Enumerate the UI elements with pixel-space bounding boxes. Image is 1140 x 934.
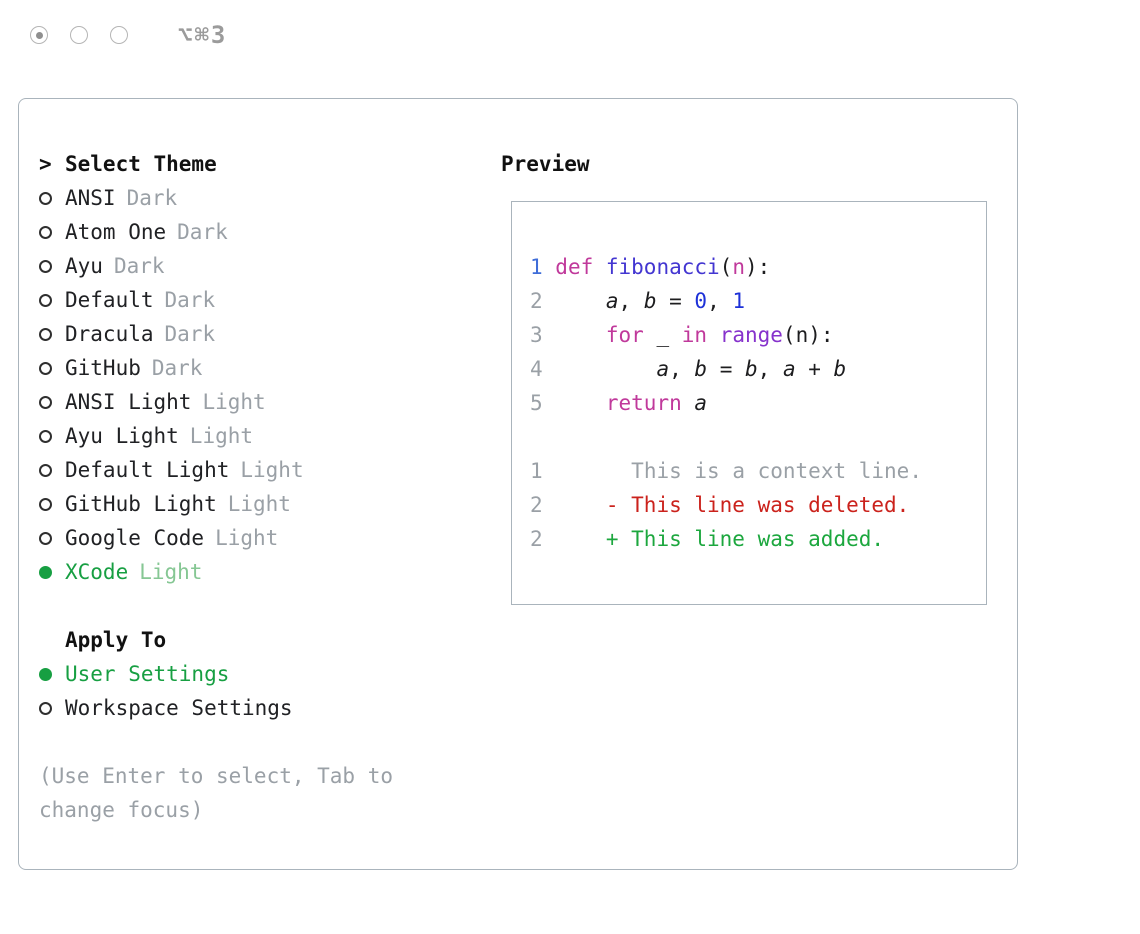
- code-line: 4 a, b = b, a + b: [530, 357, 847, 381]
- theme-item-ansi-light[interactable]: ANSI Light Light: [39, 385, 393, 419]
- preview-header: Preview: [501, 147, 987, 181]
- theme-variant: Dark: [177, 220, 228, 244]
- theme-item-github-dark[interactable]: GitHub Dark: [39, 351, 393, 385]
- code-line: 5 return a: [530, 391, 708, 415]
- theme-name: Google Code: [65, 526, 205, 550]
- theme-item-default-dark[interactable]: Default Dark: [39, 283, 393, 317]
- code-line: 2 a, b = 0, 1: [530, 289, 746, 313]
- apply-to-title: Apply To: [65, 628, 167, 652]
- radio-icon: [39, 259, 52, 273]
- theme-name: ANSI: [65, 186, 116, 210]
- radio-icon: [39, 667, 52, 681]
- theme-item-github-light[interactable]: GitHub Light Light: [39, 487, 393, 521]
- apply-option-user-settings[interactable]: User Settings: [39, 657, 393, 691]
- apply-option-label: Workspace Settings: [65, 696, 293, 720]
- theme-name: ANSI Light: [65, 390, 192, 414]
- code-line: 1 def fibonacci(n):: [530, 255, 771, 279]
- radio-icon: [39, 293, 52, 307]
- preview-title: Preview: [501, 152, 590, 176]
- theme-name: Ayu Light: [65, 424, 179, 448]
- theme-name: Atom One: [65, 220, 167, 244]
- theme-name: XCode: [65, 560, 129, 584]
- theme-item-xcode[interactable]: XCode Light: [39, 555, 393, 589]
- theme-name: GitHub: [65, 356, 141, 380]
- window-close-button[interactable]: [30, 26, 48, 44]
- code-preview: 1 def fibonacci(n): 2 a, b = 0, 1 3 for _ …: [530, 250, 986, 556]
- radio-icon: [39, 429, 52, 443]
- radio-icon: [39, 327, 52, 341]
- theme-name: Default Light: [65, 458, 230, 482]
- theme-variant: Dark: [164, 322, 216, 346]
- code-line: 3 for _ in range(n):: [530, 323, 834, 347]
- help-text-line-2: change focus): [39, 798, 204, 822]
- theme-name: Default: [65, 288, 154, 312]
- radio-icon: [39, 395, 52, 409]
- theme-name: Ayu: [65, 254, 103, 278]
- radio-icon: [39, 463, 52, 477]
- theme-variant: Light: [202, 390, 266, 414]
- theme-variant: Light: [227, 492, 291, 516]
- select-theme-title: Select Theme: [65, 152, 217, 176]
- window-zoom-button[interactable]: [110, 26, 128, 44]
- code-line: 2 - This line was deleted.: [530, 493, 910, 517]
- theme-item-google-code[interactable]: Google Code Light: [39, 521, 393, 555]
- titlebar: ⌥⌘3: [0, 0, 1140, 49]
- theme-item-ayu-dark[interactable]: Ayu Dark: [39, 249, 393, 283]
- radio-icon: [39, 531, 52, 545]
- theme-name: GitHub Light: [65, 492, 217, 516]
- spacer: [39, 725, 393, 759]
- code-line: 1 This is a context line.: [530, 459, 922, 483]
- theme-variant: Dark: [126, 186, 178, 210]
- theme-variant: Dark: [113, 254, 165, 278]
- apply-option-label: User Settings: [65, 662, 230, 686]
- theme-variant: Dark: [164, 288, 216, 312]
- theme-item-default-light[interactable]: Default Light Light: [39, 453, 393, 487]
- theme-variant: Light: [215, 526, 279, 550]
- theme-item-dracula-dark[interactable]: Dracula Dark: [39, 317, 393, 351]
- radio-icon: [39, 701, 52, 715]
- spacer: [39, 589, 393, 623]
- cursor-indicator: >: [39, 152, 52, 176]
- apply-option-workspace-settings[interactable]: Workspace Settings: [39, 691, 393, 725]
- theme-variant: Light: [240, 458, 304, 482]
- radio-icon: [39, 361, 52, 375]
- theme-list-column: > Select Theme ANSI Dark Atom One Dark Ay…: [39, 147, 393, 827]
- theme-variant: Dark: [151, 356, 203, 380]
- theme-item-atom-one-dark[interactable]: Atom One Dark: [39, 215, 393, 249]
- code-line: [530, 420, 986, 454]
- theme-name: Dracula: [65, 322, 154, 346]
- theme-item-ayu-light[interactable]: Ayu Light Light: [39, 419, 393, 453]
- theme-variant: Light: [139, 560, 203, 584]
- preview-column: Preview 1 def fibonacci(n): 2 a, b = 0, 1…: [501, 147, 987, 605]
- select-theme-header: > Select Theme: [39, 147, 393, 181]
- help-text-line-1: (Use Enter to select, Tab to: [39, 764, 394, 788]
- radio-icon: [39, 565, 52, 579]
- window-button-dot-icon: [35, 31, 43, 39]
- radio-icon: [39, 225, 52, 239]
- code-line: 2 + This line was added.: [530, 527, 885, 551]
- apply-to-header: Apply To: [39, 623, 393, 657]
- preview-box: 1 def fibonacci(n): 2 a, b = 0, 1 3 for _ …: [511, 201, 987, 605]
- window-minimize-button[interactable]: [70, 26, 88, 44]
- radio-icon: [39, 191, 52, 205]
- keyboard-shortcut-label: ⌥⌘3: [178, 21, 228, 49]
- radio-icon: [39, 497, 52, 511]
- theme-item-ansi-dark[interactable]: ANSI Dark: [39, 181, 393, 215]
- theme-variant: Light: [189, 424, 254, 448]
- theme-picker-panel: > Select Theme ANSI Dark Atom One Dark Ay…: [18, 98, 1018, 870]
